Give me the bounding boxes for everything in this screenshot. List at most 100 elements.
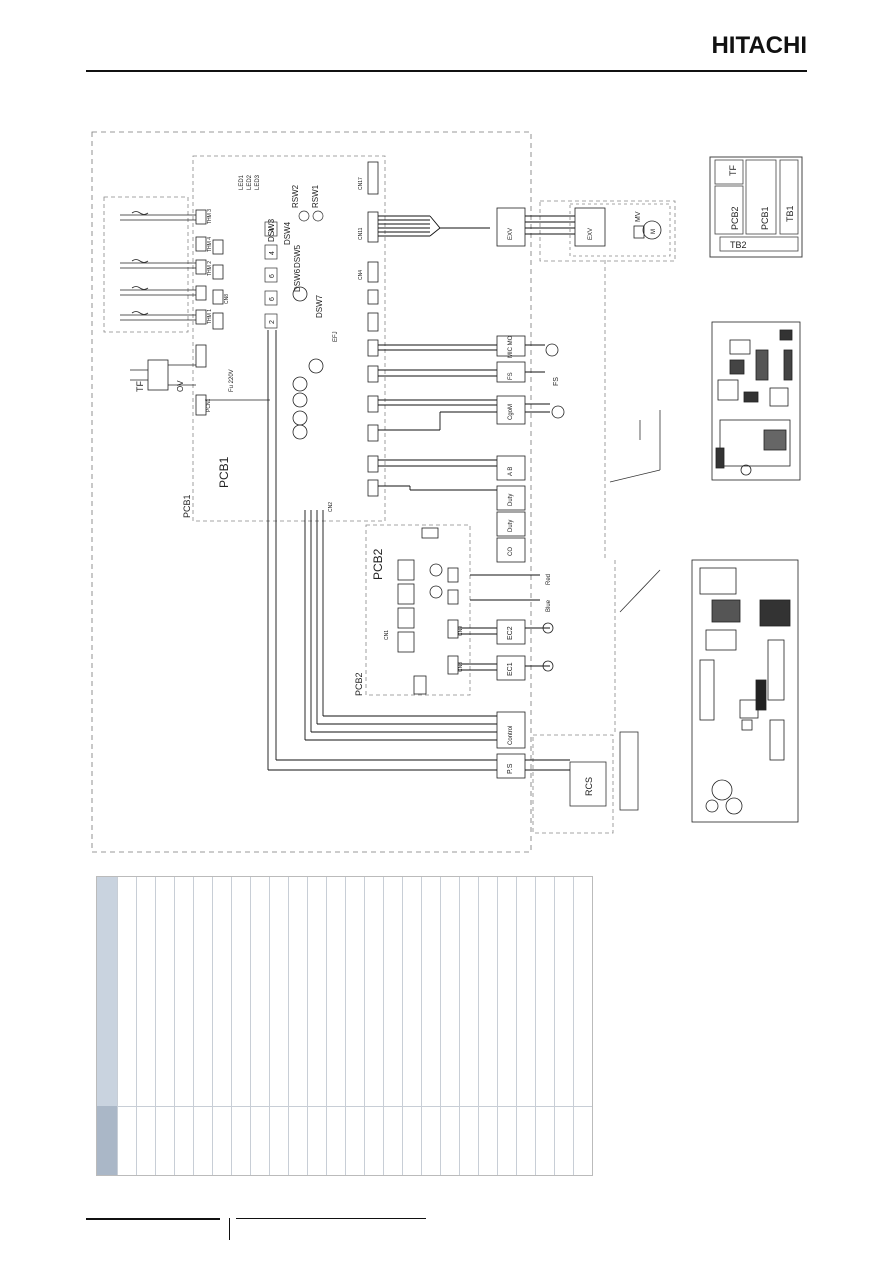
rsw2-label: RSW2 <box>291 184 300 208</box>
table-split-line <box>97 1106 592 1107</box>
footer-rule-right <box>236 1218 426 1219</box>
panel-tf-label: TF <box>728 165 738 176</box>
pcb2-small-label: PCB2 <box>354 672 364 696</box>
table-column-rule <box>193 877 194 1175</box>
thm1-label: THM 1 <box>207 309 213 324</box>
table-column-rule <box>288 877 289 1175</box>
exv-box <box>539 200 676 262</box>
tb-co-label: CO <box>508 547 514 556</box>
pcb1-box <box>192 155 386 522</box>
exv-inner-box <box>569 203 671 257</box>
tb-ec1-label: EC1 <box>507 662 514 676</box>
table-column-rule <box>573 877 574 1175</box>
motor-label: M <box>651 229 657 234</box>
table-column-rule <box>250 877 251 1175</box>
outer-frame <box>91 131 532 853</box>
table-column-rule <box>383 877 384 1175</box>
table-column-rule <box>554 877 555 1175</box>
cn11-label: CN11 <box>358 227 364 240</box>
thm3-label: THM 3 <box>207 209 213 224</box>
pcb1-board-drawing <box>691 559 799 823</box>
tb-duty-b-label: Duty <box>508 520 514 532</box>
pcb2-box <box>365 524 471 696</box>
thm4-label: THM 4 <box>207 237 213 252</box>
brand-logo: HITACHI <box>711 32 807 59</box>
led3-label: LED3 <box>255 174 261 190</box>
table-column-rule <box>402 877 403 1175</box>
dsw3-value: 4 <box>269 228 276 232</box>
rcs-outer-box <box>532 734 614 834</box>
fs-label: FS <box>553 377 560 386</box>
dsw4-value: 4 <box>269 251 276 255</box>
table-column-rule <box>326 877 327 1175</box>
relays <box>292 286 324 440</box>
data-table <box>96 876 593 1176</box>
dsw5-value: 6 <box>269 274 276 278</box>
panel-pcb2-label: PCB2 <box>730 206 740 230</box>
dsw7-value: 2 <box>269 320 276 324</box>
table-column-rule <box>459 877 460 1175</box>
pcb2-board-drawing <box>711 321 801 481</box>
cn2-label: CN2 <box>328 502 334 512</box>
thm2-label: THM 2 <box>207 261 213 276</box>
table-column-rule <box>440 877 441 1175</box>
tb-ab-label: A B <box>508 467 514 476</box>
exv-label: EXV <box>588 228 594 240</box>
cn17-label: CN17 <box>358 177 364 190</box>
dip-switches <box>264 210 324 329</box>
rcs-label: RCS <box>584 777 594 796</box>
footer-rule-left <box>86 1218 220 1220</box>
panel-tb1-label: TB1 <box>785 205 795 222</box>
panel-tb2-label: TB2 <box>730 240 747 250</box>
panel-pcb1-label: PCB1 <box>760 206 770 230</box>
cn8-label: CN8 <box>224 294 230 304</box>
dsw4-label: DSW4 <box>283 221 292 245</box>
pcb2-elements <box>397 527 459 695</box>
left-connectors <box>195 209 224 416</box>
blue-label: Blue <box>546 599 552 612</box>
table-column-rule <box>478 877 479 1175</box>
red-label: Red <box>546 574 552 585</box>
rsw1-label: RSW1 <box>311 184 320 208</box>
thermistor-box <box>103 196 189 333</box>
cn4-label: CN4 <box>358 270 364 280</box>
tf-label: TF <box>135 381 145 392</box>
table-header-column <box>97 877 117 1175</box>
table-column-rule <box>269 877 270 1175</box>
rcs-box <box>569 761 607 807</box>
efj-label: EFJ <box>333 331 339 342</box>
table-column-rule <box>174 877 175 1175</box>
footer-divider <box>229 1218 230 1240</box>
cn3-label: CN3 <box>458 662 464 672</box>
tb-ps-label: P.S <box>507 763 514 774</box>
main-wires <box>267 215 575 771</box>
table-column-rule <box>421 877 422 1175</box>
led2-label: LED2 <box>247 174 253 190</box>
table-column-rule <box>307 877 308 1175</box>
dsw6-value: 6 <box>269 297 276 301</box>
pcn1-label: PCN1 <box>206 398 212 412</box>
mv-label: MV <box>635 211 642 222</box>
cn9-label: CN9 <box>458 626 464 636</box>
layout-panel: TF PCB2 PCB1 TB1 TB2 <box>709 156 803 258</box>
table-split-header <box>97 1106 117 1175</box>
tb-cgom-label: CgoM <box>508 404 514 420</box>
pcb1-small-label: PCB1 <box>182 494 192 518</box>
note-box <box>619 731 639 811</box>
ov-label: OV <box>176 380 185 392</box>
tb-exv-label: EXV <box>508 228 514 240</box>
tb-mic-label: MIC MO <box>508 335 514 358</box>
table-column-rule <box>117 877 118 1175</box>
table-column-rule <box>345 877 346 1175</box>
table-column-rule <box>516 877 517 1175</box>
table-column-rule <box>497 877 498 1175</box>
tb-duty-a-label: Duty <box>508 494 514 506</box>
dsw3-label: DSW3 <box>267 218 276 242</box>
table-column-rule <box>535 877 536 1175</box>
table-column-rule <box>212 877 213 1175</box>
table-column-rule <box>364 877 365 1175</box>
transformer <box>130 359 270 401</box>
table-column-rule <box>136 877 137 1175</box>
cn1-label: CN1 <box>384 630 390 640</box>
